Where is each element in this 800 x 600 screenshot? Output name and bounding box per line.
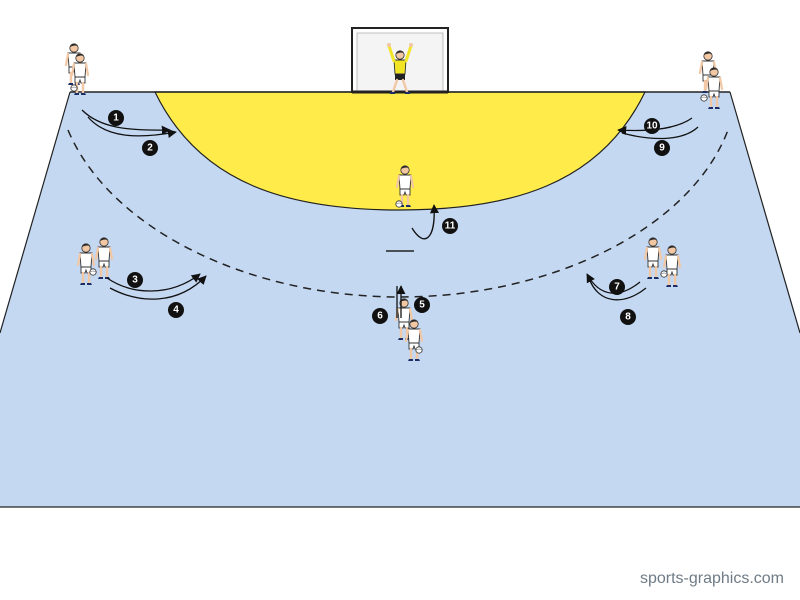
svg-text:9: 9 <box>659 143 665 154</box>
credit-text: sports-graphics.com <box>639 570 784 587</box>
step-badge-2: 2 <box>142 140 158 156</box>
step-badge-1: 1 <box>108 110 124 126</box>
step-badge-3: 3 <box>127 272 143 288</box>
step-badge-5: 5 <box>414 297 430 313</box>
ball-left-wing <box>70 84 78 92</box>
svg-text:7: 7 <box>614 282 620 293</box>
ball-pivot <box>395 200 403 208</box>
left-sideline <box>0 91 71 334</box>
ball-right-wing <box>700 94 708 102</box>
svg-text:8: 8 <box>625 312 631 323</box>
step-badge-9: 9 <box>654 140 670 156</box>
ball-left-back <box>89 268 97 276</box>
svg-text:11: 11 <box>445 221 456 232</box>
arrow-4 <box>109 275 207 300</box>
arrow-11 <box>411 204 440 240</box>
goalkeeper <box>387 43 413 94</box>
right-sideline <box>729 91 800 334</box>
svg-text:1: 1 <box>113 113 119 124</box>
svg-text:2: 2 <box>147 143 153 154</box>
arrow-3 <box>106 273 201 292</box>
arrow-8 <box>588 277 647 301</box>
svg-text:5: 5 <box>419 300 425 311</box>
arrow-7 <box>586 273 641 294</box>
step-badge-4: 4 <box>168 302 184 318</box>
free-throw-line <box>67 129 729 298</box>
arrow-9 <box>617 117 693 136</box>
arrow-2 <box>87 116 177 138</box>
arrow-10 <box>621 126 699 140</box>
svg-text:3: 3 <box>132 275 138 286</box>
step-badge-11: 11 <box>442 218 458 234</box>
step-badge-10: 10 <box>644 118 660 134</box>
ball-centre-back <box>415 346 423 354</box>
ball-right-back <box>660 270 668 278</box>
step-badge-6: 6 <box>372 308 388 324</box>
court-floor <box>0 92 800 507</box>
svg-text:10: 10 <box>646 121 658 132</box>
svg-text:6: 6 <box>377 311 383 322</box>
step-badge-7: 7 <box>609 279 625 295</box>
arrow-1 <box>81 109 171 135</box>
step-badge-8: 8 <box>620 309 636 325</box>
svg-text:4: 4 <box>173 305 179 316</box>
goal-area <box>154 91 646 211</box>
